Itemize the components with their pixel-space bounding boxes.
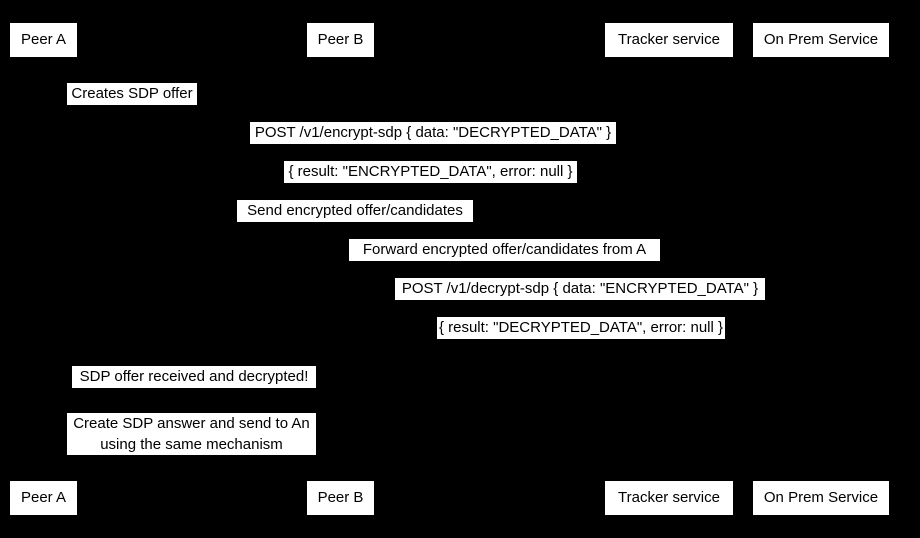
message-forward-encrypted-offer: Forward encrypted offer/candidates from … <box>349 239 660 261</box>
participant-header-tracker-service[interactable]: Tracker service <box>605 23 733 57</box>
note-sdp-offer-received: SDP offer received and decrypted! <box>72 366 316 388</box>
participant-footer-tracker-service[interactable]: Tracker service <box>605 481 733 515</box>
participant-header-peer-a[interactable]: Peer A <box>10 23 77 57</box>
lifeline-peer-b <box>340 57 341 481</box>
participant-footer-peer-a[interactable]: Peer A <box>10 481 77 515</box>
message-post-decrypt-sdp: POST /v1/decrypt-sdp { data: "ENCRYPTED_… <box>395 278 765 300</box>
lifeline-on-prem-service <box>821 57 822 481</box>
participant-footer-peer-b[interactable]: Peer B <box>307 481 374 515</box>
message-decrypt-sdp-result: { result: "DECRYPTED_DATA", error: null … <box>437 317 725 339</box>
message-encrypt-sdp-result: { result: "ENCRYPTED_DATA", error: null … <box>284 161 577 183</box>
lifeline-tracker-service <box>669 57 670 481</box>
message-post-encrypt-sdp: POST /v1/encrypt-sdp { data: "DECRYPTED_… <box>250 122 616 144</box>
participant-header-peer-b[interactable]: Peer B <box>307 23 374 57</box>
participant-footer-on-prem-service[interactable]: On Prem Service <box>753 481 889 515</box>
message-send-encrypted-offer: Send encrypted offer/candidates <box>237 200 473 222</box>
lifeline-peer-a <box>43 57 44 481</box>
message-creates-sdp-offer: Creates SDP offer <box>67 83 197 105</box>
note-create-sdp-answer: Create SDP answer and send to An using t… <box>67 413 316 455</box>
participant-header-on-prem-service[interactable]: On Prem Service <box>753 23 889 57</box>
